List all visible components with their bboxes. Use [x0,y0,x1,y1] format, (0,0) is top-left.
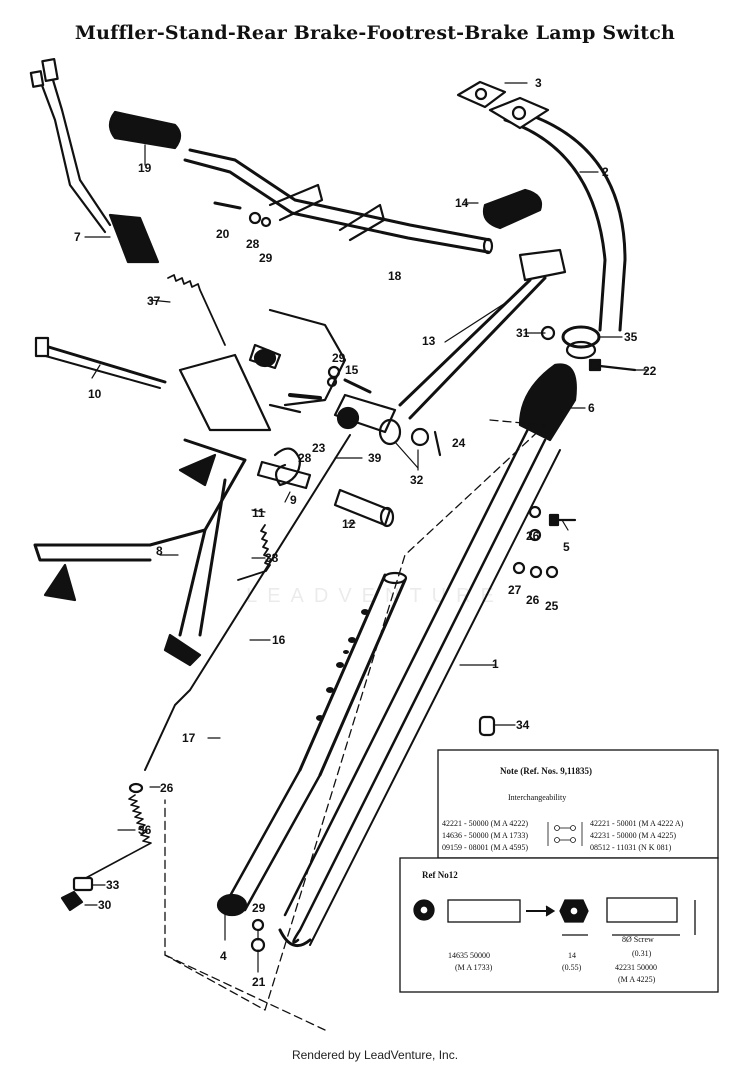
ref-part-right-code: (M A 4225) [618,975,656,984]
callout-36: 36 [138,823,152,837]
callout-25: 25 [545,599,559,613]
callout-3: 3 [535,76,542,90]
ref-screw: 8Ø Screw [622,935,654,944]
callout-29b: 29 [332,351,346,365]
pivot-pin-part [256,460,312,490]
ref-part-right: 42231 50000 [615,963,657,972]
callout-15: 15 [345,363,359,377]
callout-4: 4 [220,949,227,963]
brake-pedal-rubber-part [482,188,543,230]
callout-6: 6 [588,401,595,415]
callout-26b: 26 [526,593,540,607]
callout-14: 14 [455,196,469,210]
callout-38: 38 [265,551,279,565]
callout-27: 27 [508,583,522,597]
callout-30: 30 [98,898,112,912]
callout-37: 37 [147,294,161,308]
adjusting-nut-part [60,876,94,912]
callout-26c: 26 [160,781,174,795]
muffler-cap-part [478,715,496,737]
callout-labels: 1 2 3 4 5 6 7 8 9 10 11 12 13 14 15 16 1… [74,76,657,989]
note-subtitle: Interchangeability [508,793,566,802]
callout-28b: 28 [298,451,312,465]
stand-spring-hook-part [273,447,302,487]
callout-26a: 26 [526,529,540,543]
gasket-part [456,80,507,109]
ref-dim-a2: (0.55) [562,963,582,972]
callout-8: 8 [156,544,163,558]
callout-21: 21 [252,975,266,989]
fasteners-right [410,325,637,579]
note-row-2-right: 42231 - 50000 (M A 4225) [590,831,676,840]
callout-35: 35 [624,330,638,344]
note-row-2-left: 14636 - 50000 (M A 1733) [442,831,528,840]
callout-29a: 29 [259,251,273,265]
watermark: LEADVENTURE [246,585,504,607]
callout-20: 20 [216,227,230,241]
callout-16: 16 [272,633,286,647]
tail-pipe-part [216,571,408,917]
ref-box: Ref No12 14635 50000 (M A 1733) 14 (0.55… [399,857,719,993]
ref-part-left: 14635 50000 [448,951,490,960]
callout-12: 12 [342,517,356,531]
callout-7: 7 [74,230,81,244]
callout-11: 11 [252,506,265,520]
brake-lamp-switch-part [29,58,160,264]
main-stand-part [33,438,247,667]
muffler-part [278,363,577,948]
stand-spring-part [237,524,271,581]
ref-part-left-code: (M A 1733) [455,963,493,972]
footer-credit: Rendered by LeadVenture, Inc. [291,1048,459,1062]
callout-2: 2 [602,165,609,179]
callout-29c: 29 [252,901,266,915]
callout-10: 10 [88,387,102,401]
diagram-title: Muffler-Stand-Rear Brake-Footrest-Brake … [74,22,676,44]
note-row-1-left: 42221 - 50000 (M A 4222) [442,819,528,828]
note-title: Note (Ref. Nos. 9,11835) [500,766,592,776]
callout-19: 19 [138,161,152,175]
note-box: Note (Ref. Nos. 9,11835) Interchangeabil… [437,749,719,859]
stand-bolt-part [34,336,167,389]
callout-32: 32 [410,473,424,487]
callout-33: 33 [106,878,120,892]
callout-39: 39 [368,451,382,465]
brake-rod-spring-part [81,794,152,881]
callout-5: 5 [563,540,570,554]
collar-part [333,488,395,528]
callout-28a: 28 [246,237,260,251]
callout-34: 34 [516,718,530,732]
footrest-rubber-part [108,110,182,150]
clamp-part [561,325,601,360]
ref-dim-b: (0.31) [632,949,652,958]
callout-23: 23 [312,441,326,455]
note-row-3-right: 08512 - 11031 (N K 081) [590,843,672,852]
washer-28-part [128,782,144,794]
callout-13: 13 [422,334,436,348]
callout-24: 24 [452,436,466,450]
ref-label: Ref No12 [422,870,458,880]
callout-31: 31 [516,326,530,340]
switch-spring-part [167,274,226,346]
callout-1: 1 [492,657,499,671]
stand-bracket-part [178,308,347,432]
callout-9: 9 [290,493,297,507]
footrest-bar-part [183,148,494,255]
fasteners-upper [213,201,372,394]
exhaust-pipe-part [488,96,627,332]
callout-18: 18 [388,269,402,283]
note-row-3-left: 09159 - 08001 (M A 4595) [442,843,528,852]
note-row-1-right: 42221 - 50001 (M A 4222 A) [590,819,684,828]
muffler-group-outline [164,419,546,1011]
callout-17: 17 [182,731,196,745]
ref-dim-a: 14 [568,951,576,960]
callout-22: 22 [643,364,657,378]
brake-rod-part [144,434,351,771]
